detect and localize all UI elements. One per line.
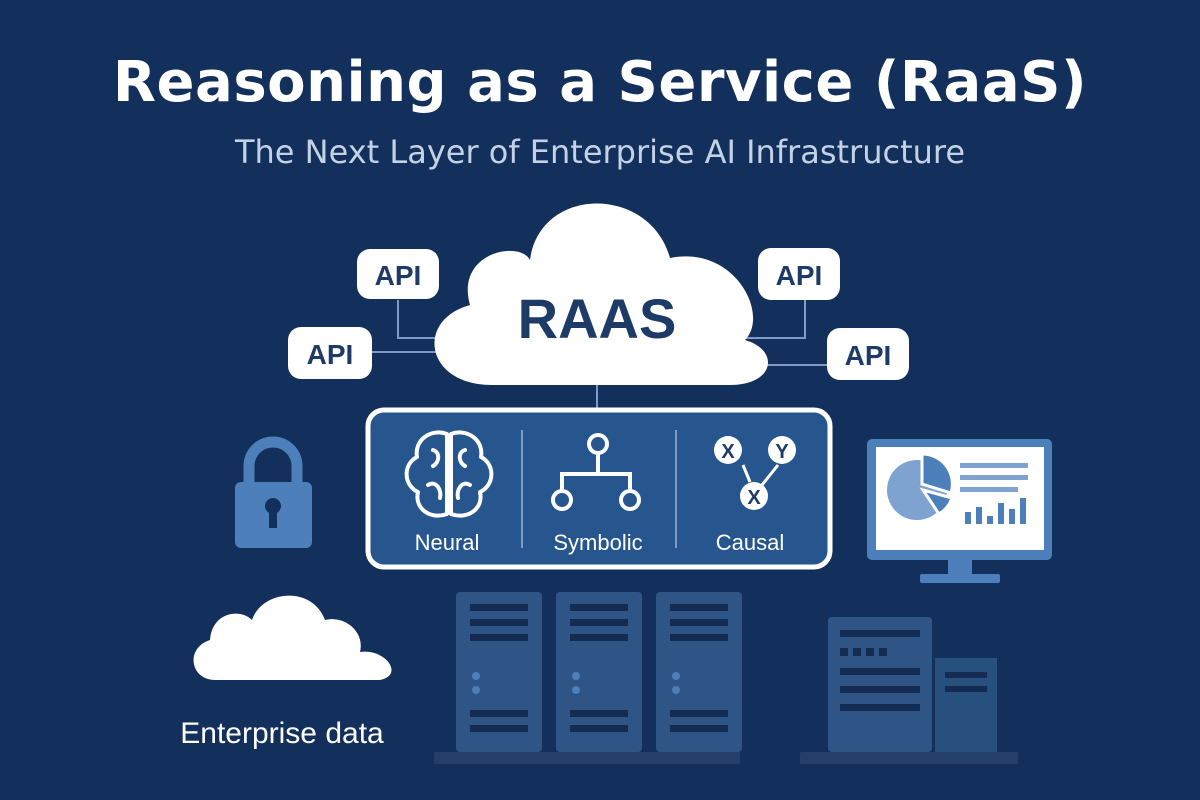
api-badge-label: API bbox=[776, 260, 823, 291]
page-title: Reasoning as a Service (RaaS) bbox=[112, 50, 1088, 115]
module-causal[interactable]: X Y X Causal bbox=[714, 436, 796, 555]
raas-cloud-label: RAAS bbox=[518, 287, 677, 350]
causal-node-label: Y bbox=[775, 441, 789, 463]
api-badge-mid-left[interactable]: API bbox=[288, 327, 372, 379]
lock-icon bbox=[235, 436, 312, 548]
api-badge-mid-right[interactable]: API bbox=[827, 328, 909, 380]
api-badge-label: API bbox=[375, 260, 422, 291]
causal-graph-icon: X Y X bbox=[714, 436, 796, 510]
tree-icon bbox=[551, 433, 641, 511]
pie-chart-icon bbox=[887, 452, 954, 520]
module-label: Neural bbox=[415, 530, 480, 555]
server-rack-icon bbox=[434, 592, 740, 764]
page-subtitle: The Next Layer of Enterprise AI Infrastr… bbox=[234, 133, 966, 171]
api-badge-top-left[interactable]: API bbox=[357, 249, 439, 299]
server-rack-icon bbox=[656, 592, 742, 752]
raas-cloud[interactable]: RAAS bbox=[434, 203, 768, 385]
brain-icon bbox=[404, 430, 494, 518]
causal-node-label: X bbox=[721, 441, 735, 463]
bar-chart-icon bbox=[965, 498, 1026, 524]
api-badge-top-right[interactable]: API bbox=[758, 248, 840, 300]
api-badge-label: API bbox=[307, 339, 354, 370]
text-lines-icon bbox=[960, 463, 1028, 492]
module-label: Symbolic bbox=[553, 530, 642, 555]
api-badge-label: API bbox=[845, 340, 892, 371]
module-neural[interactable]: Neural bbox=[404, 430, 494, 555]
server-tower-icon bbox=[800, 617, 1018, 764]
enterprise-data-label: Enterprise data bbox=[180, 717, 384, 750]
server-rack-icon bbox=[556, 592, 642, 752]
causal-node-label: X bbox=[747, 487, 761, 509]
module-symbolic[interactable]: Symbolic bbox=[551, 433, 643, 555]
enterprise-data-cloud[interactable] bbox=[193, 595, 392, 680]
module-label: Causal bbox=[716, 530, 784, 555]
